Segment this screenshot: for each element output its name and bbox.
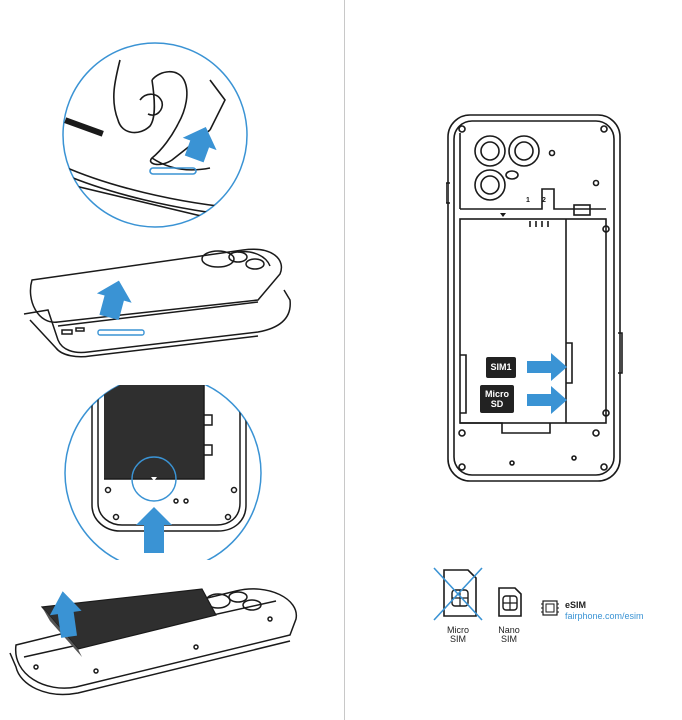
phone-open-back: 1 2 — [446, 113, 626, 485]
esim-title: eSIM — [565, 600, 587, 610]
arrow-right-icon — [527, 353, 567, 381]
step-pry-cover-zoom — [60, 40, 250, 230]
micro-sim-caption-line1: Micro — [447, 625, 469, 635]
arrow-up-icon — [49, 591, 82, 638]
arrow-up-icon — [96, 280, 132, 320]
microsd-label-line1: Micro — [484, 389, 509, 399]
center-divider — [344, 0, 345, 720]
micro-sim-caption-line2: SIM — [449, 634, 466, 644]
slot-1-label: 1 — [526, 197, 530, 204]
step-remove-battery — [6, 575, 306, 705]
chip-icon — [541, 600, 559, 616]
arrow-right-icon — [527, 386, 567, 414]
nano-sim-caption-line2: SIM — [500, 634, 517, 644]
arrow-up-icon — [136, 507, 172, 553]
micro-sim-crossed-icon — [433, 567, 483, 621]
slot-2-label: 2 — [542, 197, 546, 204]
nano-sim-caption-line1: Nano — [498, 625, 520, 635]
nano-sim-icon — [498, 587, 522, 617]
step-release-battery-zoom — [58, 385, 268, 560]
sim1-label: SIM1 — [490, 362, 512, 372]
microsd-label-line2: SD — [490, 399, 504, 409]
esim-link[interactable]: fairphone.com/esim — [565, 611, 644, 621]
microsd-card — [480, 385, 514, 413]
arrow-up-icon — [182, 127, 217, 163]
cross-icon — [433, 567, 483, 621]
sim1-card — [486, 357, 516, 378]
step-lift-cover — [18, 240, 298, 365]
